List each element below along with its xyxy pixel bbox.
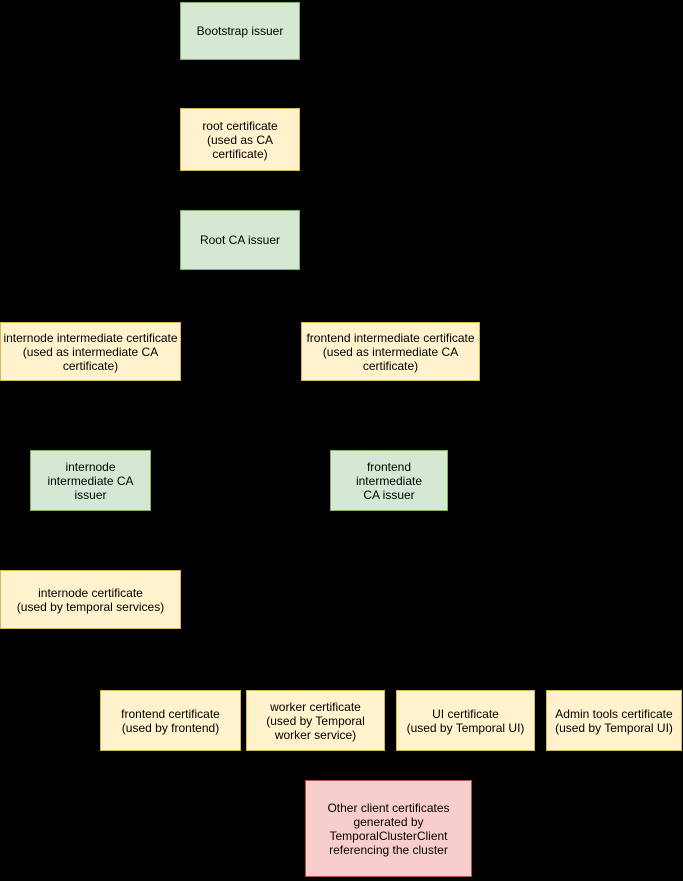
node-root-certificate: root certificate (used as CA certificate… [180,108,300,171]
node-label: frontend certificate (used by frontend) [121,706,220,735]
node-internode-certificate: internode certificate (used by temporal … [0,570,181,629]
node-label: frontend intermediate CA issuer [355,459,423,502]
node-label: internode intermediate certificate (used… [3,330,178,373]
edge-frontend-issuer-to-frontend-cert [169,511,390,686]
node-internode-intermediate-certificate: internode intermediate certificate (used… [0,322,181,381]
node-frontend-intermediate-ca-issuer: frontend intermediate CA issuer [330,450,448,511]
node-root-ca-issuer: Root CA issuer [180,210,300,270]
node-frontend-certificate: frontend certificate (used by frontend) [100,690,241,751]
node-bootstrap-issuer: Bootstrap issuer [180,2,300,60]
node-ui-certificate: UI certificate (used by Temporal UI) [396,690,535,751]
node-label: UI certificate (used by Temporal UI) [406,706,525,735]
node-internode-intermediate-ca-issuer: internode intermediate CA issuer [30,450,151,511]
node-frontend-intermediate-certificate: frontend intermediate certificate (used … [301,322,480,381]
node-label: Bootstrap issuer [196,24,284,38]
edge-frontend-issuer-to-other-clients [387,510,390,777]
edge-frontend-issuer-to-ui-cert [388,511,466,686]
edge-root-ca-to-frontend-intermediate [239,270,391,318]
node-label: Other client certificates generated by T… [327,800,450,857]
edge-root-ca-to-internode-intermediate [89,270,241,318]
edge-frontend-intermediate-to-issuer [388,380,391,447]
node-label: root certificate (used as CA certificate… [202,118,278,161]
node-label: Admin tools certificate (used by Tempora… [555,706,673,735]
node-label: worker certificate (used by Temporal wor… [266,699,365,742]
node-admin-tools-certificate: Admin tools certificate (used by Tempora… [546,690,682,751]
edge-frontend-issuer-to-admin-cert [388,511,615,686]
arrowheads [85,102,619,785]
node-label: internode intermediate CA issuer [47,459,134,502]
edge-frontend-issuer-to-worker-cert [315,511,390,686]
node-label: internode certificate (used by temporal … [16,585,165,614]
node-other-client-certificates: Other client certificates generated by T… [305,780,472,877]
node-label: frontend intermediate certificate (used … [306,330,475,373]
node-label: Root CA issuer [199,233,281,247]
node-worker-certificate: worker certificate (used by Temporal wor… [246,690,385,751]
